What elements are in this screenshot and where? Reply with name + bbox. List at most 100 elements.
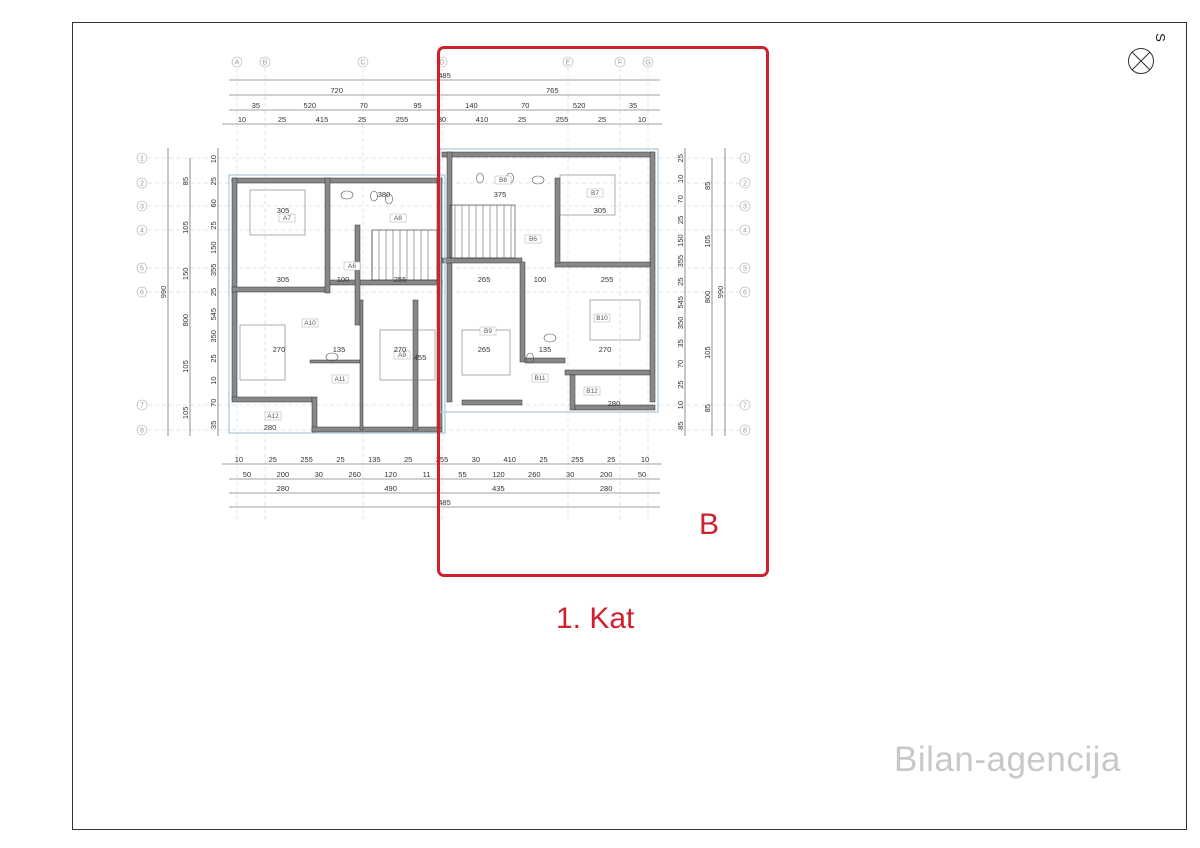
dimension-label: 485	[438, 498, 451, 507]
dimension-label: 55	[458, 470, 466, 479]
room-label: B12	[586, 388, 598, 395]
room-tag	[278, 213, 296, 223]
dimension-label: 25	[676, 216, 685, 224]
toilet	[370, 190, 378, 202]
axis-label: B	[263, 60, 268, 67]
dimension-label: 25	[676, 154, 685, 162]
wall	[412, 299, 419, 431]
dimension-label: 70	[209, 399, 218, 407]
room-tag	[479, 326, 497, 336]
axis-label: 5	[743, 266, 747, 273]
dimension-label: 255	[556, 115, 569, 124]
dimension-label: 410	[503, 455, 516, 464]
axis-label: F	[618, 60, 622, 67]
room-tag	[586, 188, 604, 198]
dimension-label: 25	[209, 221, 218, 229]
dimension-label: 350	[209, 330, 218, 343]
dimension-label: 30	[566, 470, 574, 479]
dimension-label: 140	[465, 101, 478, 110]
interior-dimension: 100	[534, 275, 547, 284]
dimension-label: 10	[638, 115, 646, 124]
axis-bubble	[136, 200, 148, 212]
dimension-label: 25	[404, 455, 412, 464]
wall	[564, 369, 651, 376]
dimension-label: 200	[600, 470, 613, 479]
room-tag	[343, 261, 361, 271]
dimension-label: 150	[209, 241, 218, 254]
dimension-label: 120	[384, 470, 397, 479]
dimension-label: 30	[472, 455, 480, 464]
interior-dimension: 100	[337, 275, 350, 284]
interior-dimension: 305	[277, 206, 290, 215]
bed	[239, 324, 286, 381]
room-tag	[531, 373, 549, 383]
bed	[379, 329, 436, 381]
dimension-label: 990	[716, 286, 725, 299]
dimension-label: 85	[703, 404, 712, 412]
dimension-label: 25	[278, 115, 286, 124]
wall	[231, 396, 313, 403]
dimension-label: 490	[384, 484, 397, 493]
dimension-label: 545	[676, 296, 685, 309]
dimension-label: 255	[436, 455, 449, 464]
dimension-label: 10	[238, 115, 246, 124]
room-label: A9	[398, 352, 406, 359]
dimension-label: 30	[438, 115, 446, 124]
sink	[531, 175, 545, 185]
dimension-label: 10	[209, 376, 218, 384]
dimension-label: 800	[703, 291, 712, 304]
room-label: B9	[484, 328, 492, 335]
dimension-label: 150	[676, 234, 685, 247]
dimension-label: 200	[277, 470, 290, 479]
room-tag	[583, 386, 601, 396]
dimension-label: 85	[676, 422, 685, 430]
zone-b-highlight	[437, 46, 769, 577]
dimension-label: 35	[676, 339, 685, 347]
dimension-label: 25	[598, 115, 606, 124]
axis-bubble	[562, 56, 574, 68]
axis-label: 5	[140, 266, 144, 273]
axis-bubble	[642, 56, 654, 68]
interior-dimension: 270	[394, 345, 407, 354]
dimension-label: 120	[492, 470, 505, 479]
dimension-label: 50	[638, 470, 646, 479]
dimension-label: 85	[181, 177, 190, 185]
bed	[559, 174, 616, 216]
dimension-label: 410	[476, 115, 489, 124]
staircase-a	[371, 229, 438, 281]
sink	[543, 333, 557, 343]
room-tag	[331, 374, 349, 384]
interior-dimension: 305	[277, 275, 290, 284]
room-label: A8	[394, 215, 402, 222]
room-label: A6	[348, 263, 356, 270]
axis-bubble	[136, 399, 148, 411]
axis-label: A	[235, 60, 240, 67]
axis-label: 3	[743, 204, 747, 211]
dimension-label: 355	[209, 264, 218, 277]
axis-bubble	[136, 152, 148, 164]
wall	[324, 177, 331, 294]
dimension-label: 105	[703, 235, 712, 248]
interior-dimension: 255	[601, 275, 614, 284]
sink	[325, 352, 339, 362]
dimension-label: 35	[629, 101, 637, 110]
wall	[574, 404, 656, 411]
wall	[231, 177, 443, 184]
room-tag	[524, 234, 542, 244]
wall	[354, 224, 361, 326]
wall	[554, 261, 651, 268]
dimension-label: 260	[348, 470, 361, 479]
dimension-label: 25	[269, 455, 277, 464]
dimension-label: 765	[546, 86, 559, 95]
interior-dimension: 135	[539, 345, 552, 354]
axis-label: 2	[140, 181, 144, 188]
dimension-label: 25	[336, 455, 344, 464]
dimension-label: 25	[358, 115, 366, 124]
dimension-label: 25	[209, 288, 218, 296]
room-label: A11	[334, 376, 345, 383]
interior-dimension: 135	[333, 345, 346, 354]
dimension-label: 350	[676, 317, 685, 330]
zone-b-label: B	[699, 508, 720, 541]
dimension-label: 105	[181, 407, 190, 420]
